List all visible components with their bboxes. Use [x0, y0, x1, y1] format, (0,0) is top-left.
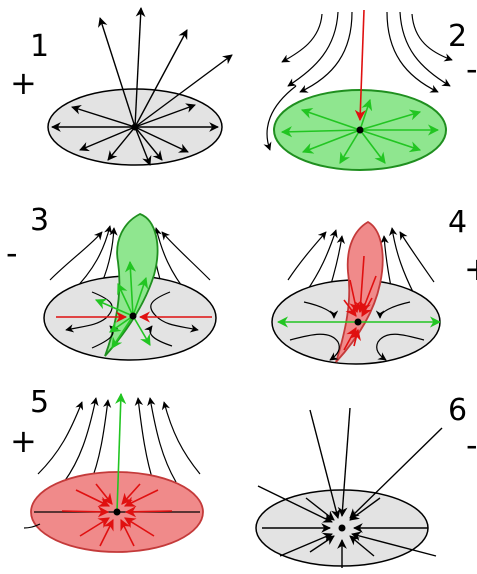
- panel-4-center-point: [354, 318, 362, 326]
- panel-4-number: 4: [448, 205, 467, 240]
- panel-6-number: 6: [448, 393, 467, 428]
- panel-6-sign: -: [466, 426, 477, 464]
- panel-4-disk-curves: [289, 301, 425, 361]
- panel-5: 5 +: [10, 385, 204, 553]
- panel-1: 1 +: [10, 7, 233, 166]
- panel-3-number: 3: [30, 203, 49, 238]
- panel-6-center-point: [338, 524, 346, 532]
- panel-5-sign: +: [10, 422, 37, 460]
- panel-2-center-point: [356, 126, 364, 134]
- panel-2-green-arrows: [280, 98, 440, 164]
- panel-5-green-axis: [115, 392, 127, 513]
- panel-1-number: 1: [30, 29, 49, 64]
- panel-2-sign: -: [466, 50, 477, 88]
- panel-6-arrows: [257, 407, 443, 568]
- panel-3-center-point: [129, 312, 137, 320]
- panel-1-arrows: [51, 7, 233, 166]
- panel-2-number: 2: [448, 19, 467, 54]
- panel-1-center-point: [131, 123, 139, 131]
- panel-1-sign: +: [10, 64, 37, 102]
- panel-4: 4 +: [271, 205, 477, 365]
- panel-5-number: 5: [30, 385, 49, 420]
- panel-5-center-point: [113, 508, 121, 516]
- panel-2-field-lines: [281, 11, 453, 93]
- panel-6: 6 -: [255, 393, 477, 568]
- panel-4-sign: +: [464, 250, 477, 288]
- panel-5-red-arrows: [61, 483, 173, 547]
- panel-2: 2 -: [263, 9, 477, 171]
- panel-3-sign: -: [6, 234, 18, 272]
- panel-4-red-arrows: [343, 255, 377, 351]
- panel-2-red-axis: [354, 9, 366, 122]
- panel-3: 3 -: [6, 203, 217, 361]
